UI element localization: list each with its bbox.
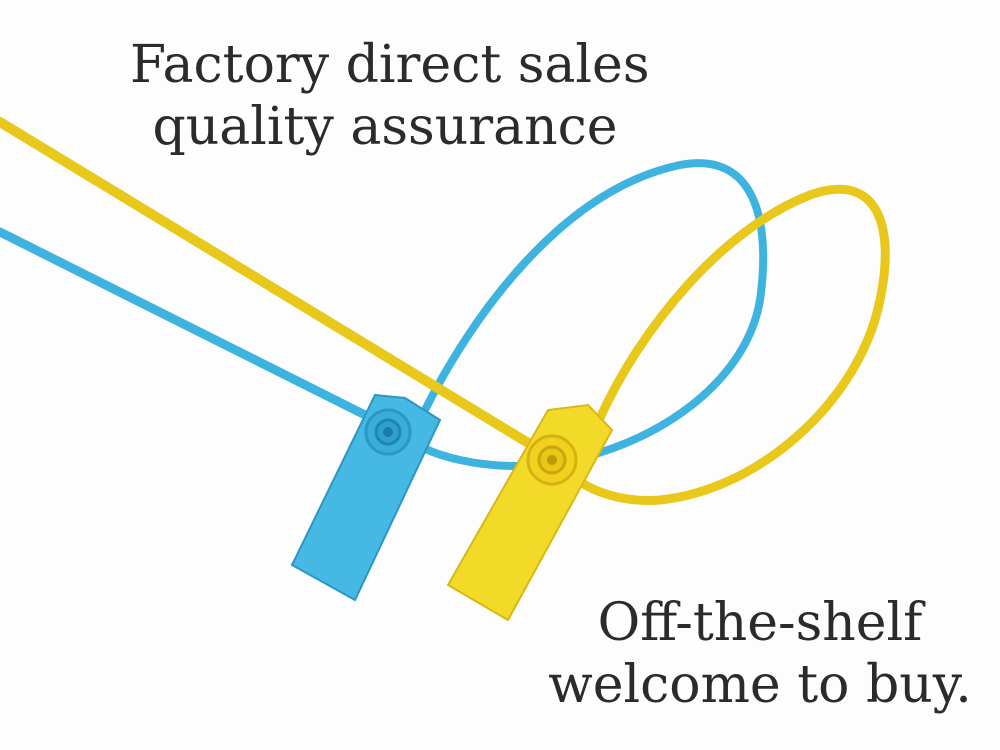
yellow-seal-loop <box>570 184 890 505</box>
bottom-caption-line-1: Off-the-shelf <box>597 593 923 653</box>
top-caption-line-1: Factory direct sales <box>130 35 650 95</box>
blue-seal-tag <box>290 393 442 602</box>
bottom-caption-line-2: welcome to buy. <box>548 655 972 715</box>
yellow-seal-tag <box>446 403 614 622</box>
bottom-caption: Off-the-shelf welcome to buy. <box>540 592 980 716</box>
top-caption: Factory direct sales quality assurance <box>130 34 650 158</box>
top-caption-line-2: quality assurance <box>152 97 618 157</box>
yellow-seal-strap <box>0 117 553 460</box>
blue-seal-strap <box>0 227 400 435</box>
